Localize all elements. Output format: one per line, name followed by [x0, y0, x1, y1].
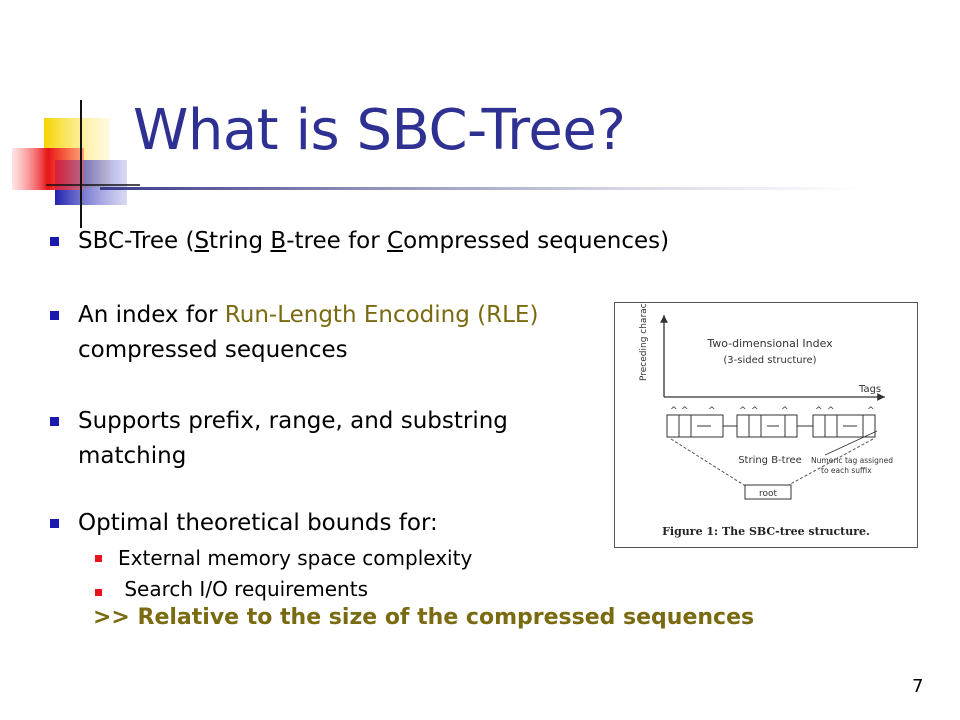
- bullet-2-line-2: compressed sequences: [78, 337, 348, 363]
- index-label-1: Two-dimensional Index: [706, 337, 833, 350]
- sbc-tree-diagram: Preceding character Two-dimensional Inde…: [639, 290, 893, 538]
- bullet-4: Optimal theoretical bounds for:: [78, 510, 438, 536]
- title-underline: [100, 187, 860, 190]
- annotation-1: Numeric tag assigned: [811, 456, 893, 465]
- corner-decoration: [12, 100, 140, 228]
- x-axis-label: Tags: [858, 384, 881, 395]
- underlined-s: S: [194, 228, 210, 254]
- bullet-2-text: An index for: [78, 302, 225, 328]
- sbc-tree-figure: Preceding character Two-dimensional Inde…: [614, 290, 918, 548]
- svg-text:^: ^: [867, 406, 875, 416]
- figure-caption: Figure 1: The SBC-tree structure.: [662, 525, 870, 538]
- bullet-3-line-2: matching: [78, 443, 187, 469]
- bullet-1-text: ompressed sequences): [403, 228, 670, 254]
- svg-text:^: ^: [739, 406, 747, 416]
- svg-text:^: ^: [751, 406, 759, 416]
- svg-text:^: ^: [670, 406, 678, 416]
- rle-highlight: Run-Length Encoding (RLE): [224, 302, 539, 328]
- bullet-1: SBC-Tree (String B-tree for Compressed s…: [78, 225, 669, 257]
- emphasis-note: >> Relative to the size of the compresse…: [93, 605, 755, 630]
- bullet-marker: [50, 237, 59, 246]
- bullet-1-text: tring: [209, 228, 271, 254]
- slide-title: What is SBC-Tree?: [133, 98, 626, 163]
- bullet-marker: [50, 417, 59, 426]
- svg-text:^: ^: [815, 406, 823, 416]
- bullet-3-line-1: Supports prefix, range, and substring: [78, 408, 508, 434]
- root-label: root: [759, 489, 778, 499]
- bullet-1-text: SBC-Tree (: [78, 228, 195, 254]
- root-node: [744, 484, 792, 500]
- bullet-marker: [50, 519, 59, 528]
- svg-text:^: ^: [708, 406, 716, 416]
- annotation-2: to each suffix: [821, 466, 872, 475]
- bullet-marker: [50, 311, 59, 320]
- sub-bullet-2: Search I/O requirements: [118, 577, 368, 601]
- underlined-b: B: [270, 228, 287, 254]
- bullet-1-text: -tree for: [286, 228, 388, 254]
- btree-label: String B-tree: [738, 455, 802, 466]
- tag-carets: ^^^ ^^^ ^^^: [670, 406, 875, 416]
- svg-text:^: ^: [827, 406, 835, 416]
- btree-outline: [670, 438, 874, 488]
- svg-text:^: ^: [781, 406, 789, 416]
- annotation-pointer: [824, 430, 878, 456]
- sub-bullet-marker: [95, 589, 102, 596]
- y-axis-label: Preceding character: [639, 303, 649, 381]
- svg-text:^: ^: [681, 406, 689, 416]
- sub-bullet-1: External memory space complexity: [118, 546, 473, 570]
- sub-bullet-marker: [95, 555, 102, 562]
- underlined-c: C: [387, 228, 404, 254]
- page-number: 7: [912, 676, 924, 697]
- bullet-2-line-1: An index for Run-Length Encoding (RLE): [78, 299, 538, 331]
- index-label-2: (3-sided structure): [723, 355, 816, 366]
